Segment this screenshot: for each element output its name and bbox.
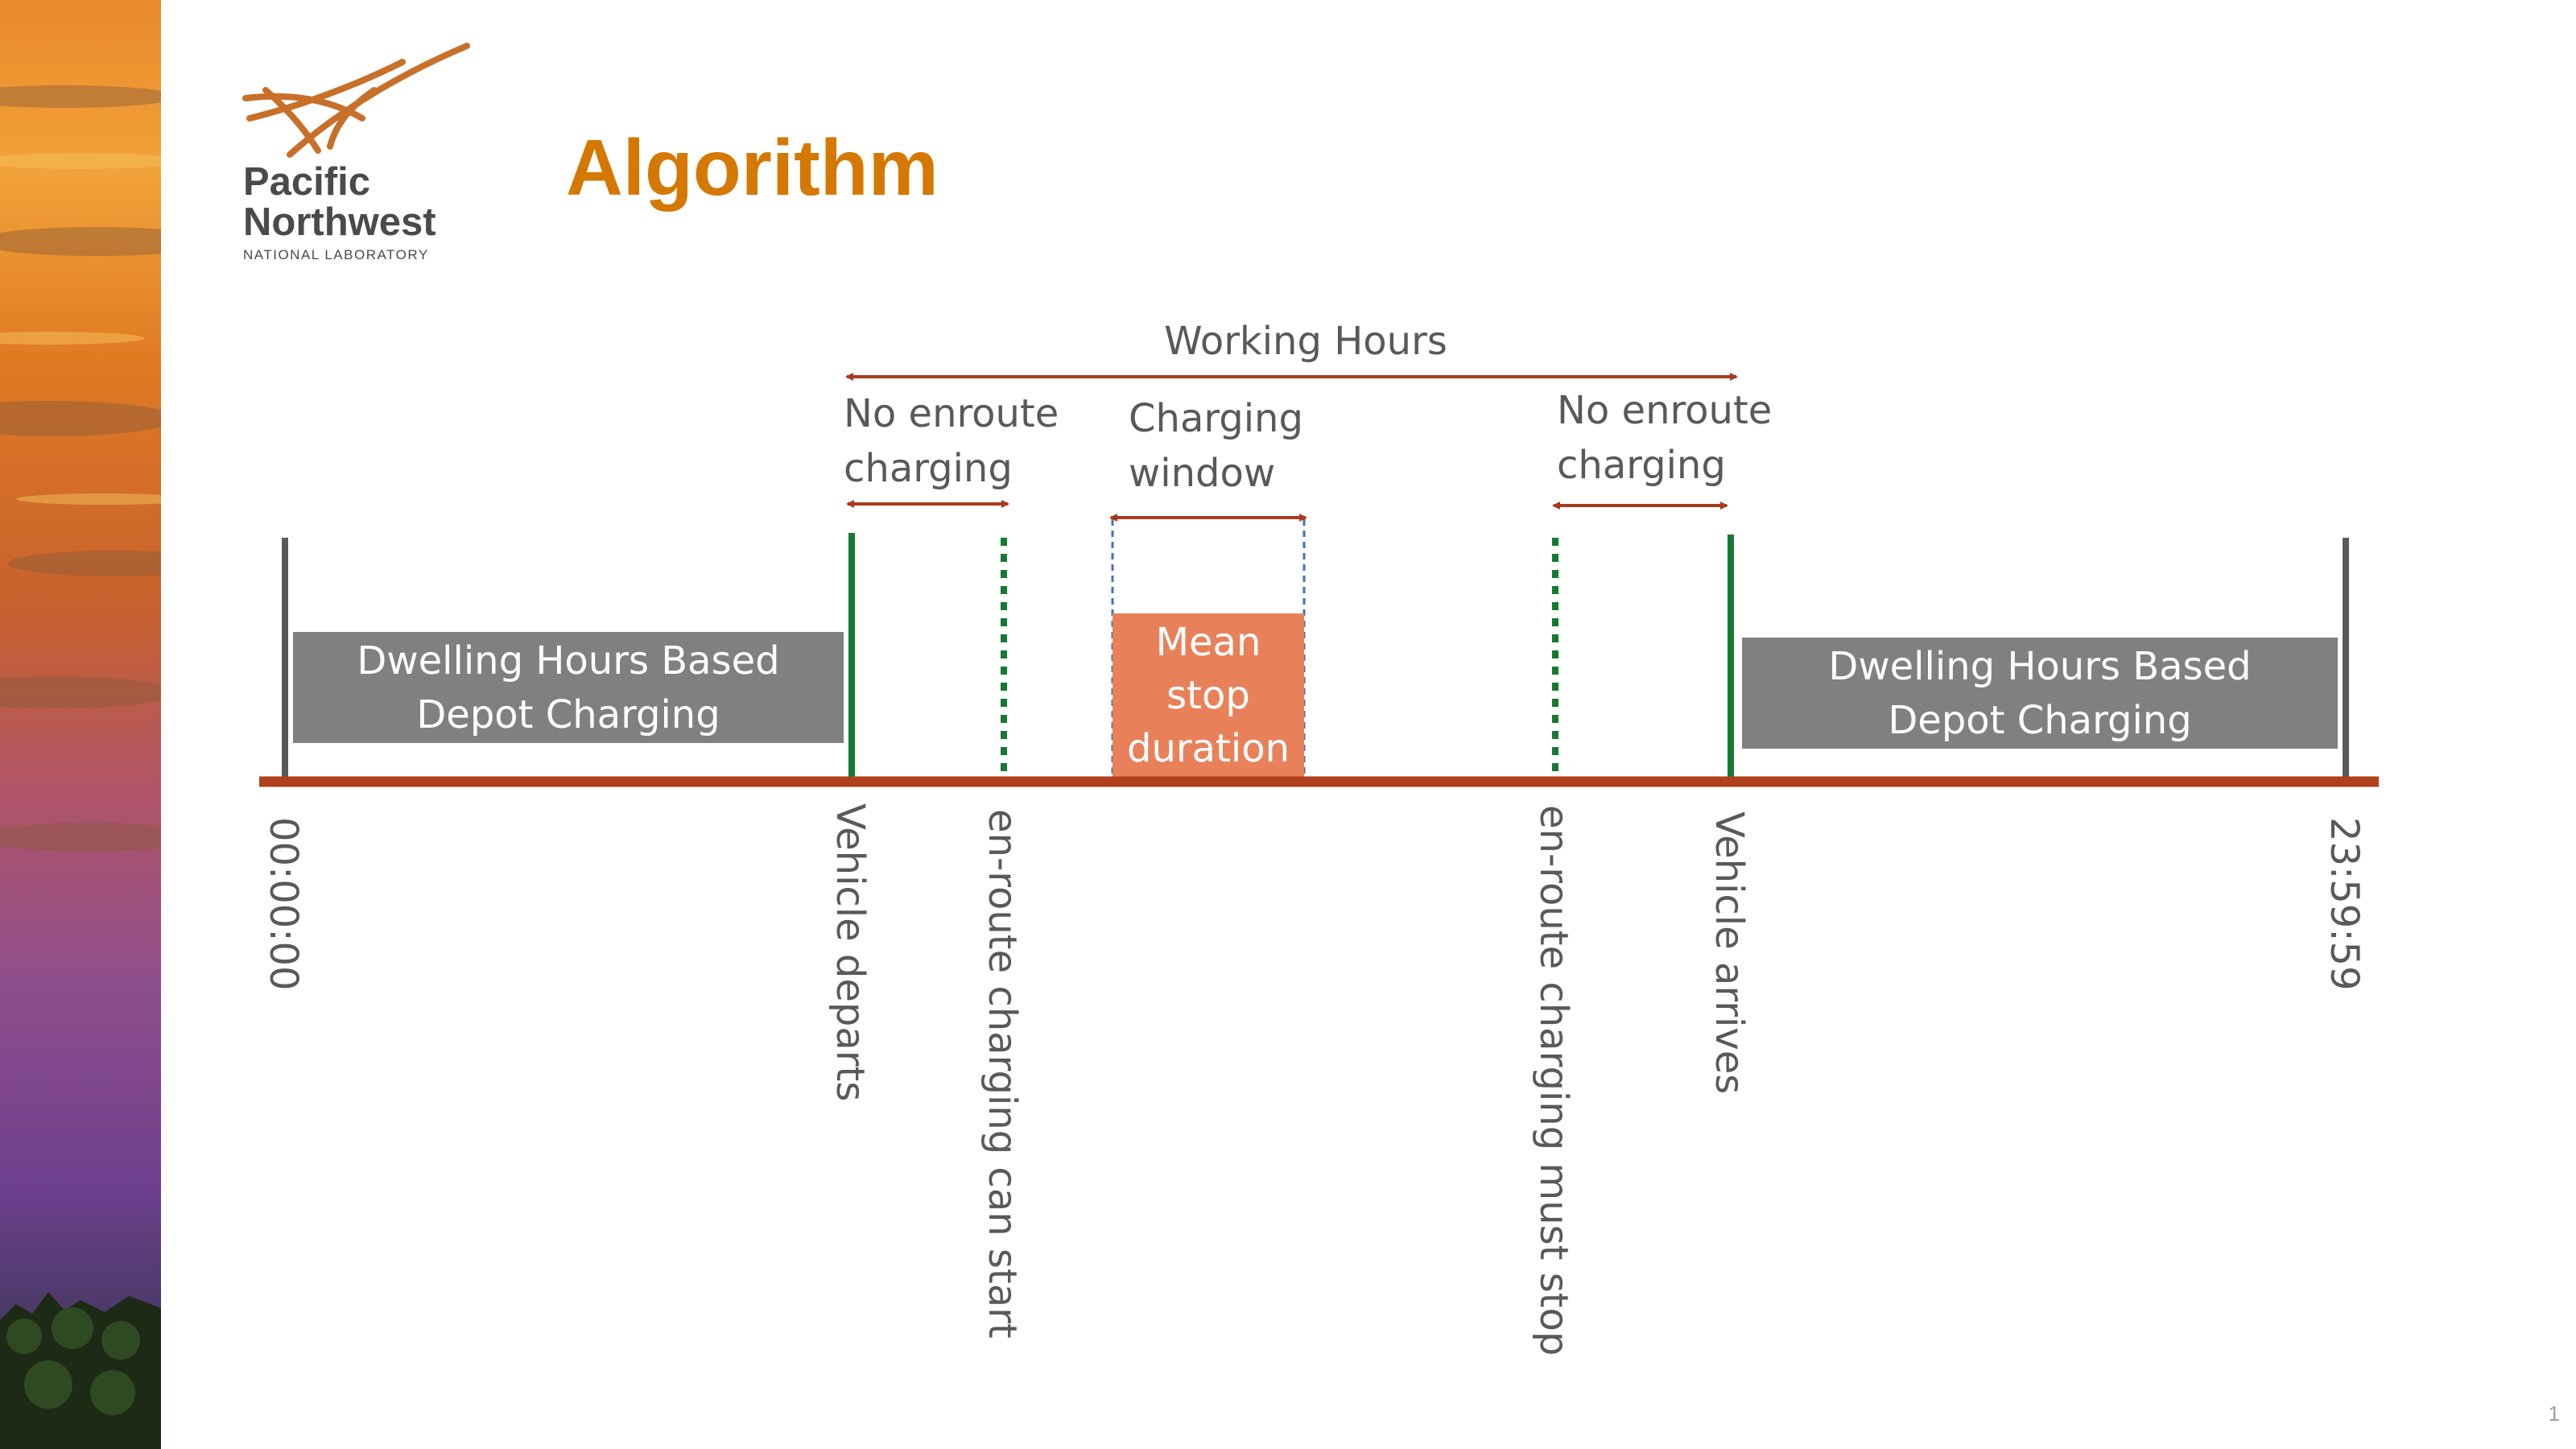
sunset-photo-strip bbox=[0, 0, 161, 1449]
mean-stop-line1: Mean bbox=[1156, 620, 1261, 665]
label-enroute-stop: en-route charging must stop bbox=[1531, 805, 1576, 1356]
mean-stop-line2: stop bbox=[1166, 673, 1250, 718]
pnnl-logo-icon bbox=[242, 43, 470, 158]
label-start-time: 00:00:00 bbox=[261, 817, 306, 991]
dwelling-right-line2: Depot Charging bbox=[1888, 698, 2191, 743]
dwelling-box-left bbox=[290, 629, 847, 746]
charging-window-line1: Charging bbox=[1129, 396, 1303, 441]
charging-window-line2: window bbox=[1129, 451, 1275, 496]
no-enroute-left-line1: No enroute bbox=[844, 391, 1059, 436]
logo-text-national-laboratory: NATIONAL LABORATORY bbox=[243, 247, 429, 262]
page-number: 1 bbox=[2548, 1402, 2560, 1426]
no-enroute-right-line1: No enroute bbox=[1557, 388, 1772, 433]
dwelling-right-line1: Dwelling Hours Based bbox=[1828, 644, 2251, 689]
label-enroute-start: en-route charging can start bbox=[980, 809, 1025, 1339]
logo-text-northwest: Northwest bbox=[243, 200, 436, 244]
slide-title: Algorithm bbox=[566, 123, 939, 212]
mean-stop-duration-box bbox=[1113, 613, 1304, 777]
dwelling-left-line2: Depot Charging bbox=[416, 692, 720, 737]
label-vehicle-departs: Vehicle departs bbox=[828, 803, 873, 1101]
dwelling-left-line1: Dwelling Hours Based bbox=[357, 638, 779, 683]
mean-stop-line3: duration bbox=[1127, 726, 1290, 771]
no-enroute-left-line2: charging bbox=[844, 446, 1013, 491]
label-vehicle-arrives: Vehicle arrives bbox=[1707, 811, 1752, 1094]
label-end-time: 23:59:59 bbox=[2322, 817, 2367, 991]
logo-text-pacific: Pacific bbox=[243, 160, 370, 204]
dwelling-box-right bbox=[1739, 634, 2341, 752]
working-hours-label: Working Hours bbox=[1164, 319, 1447, 364]
no-enroute-right-line2: charging bbox=[1557, 443, 1726, 488]
